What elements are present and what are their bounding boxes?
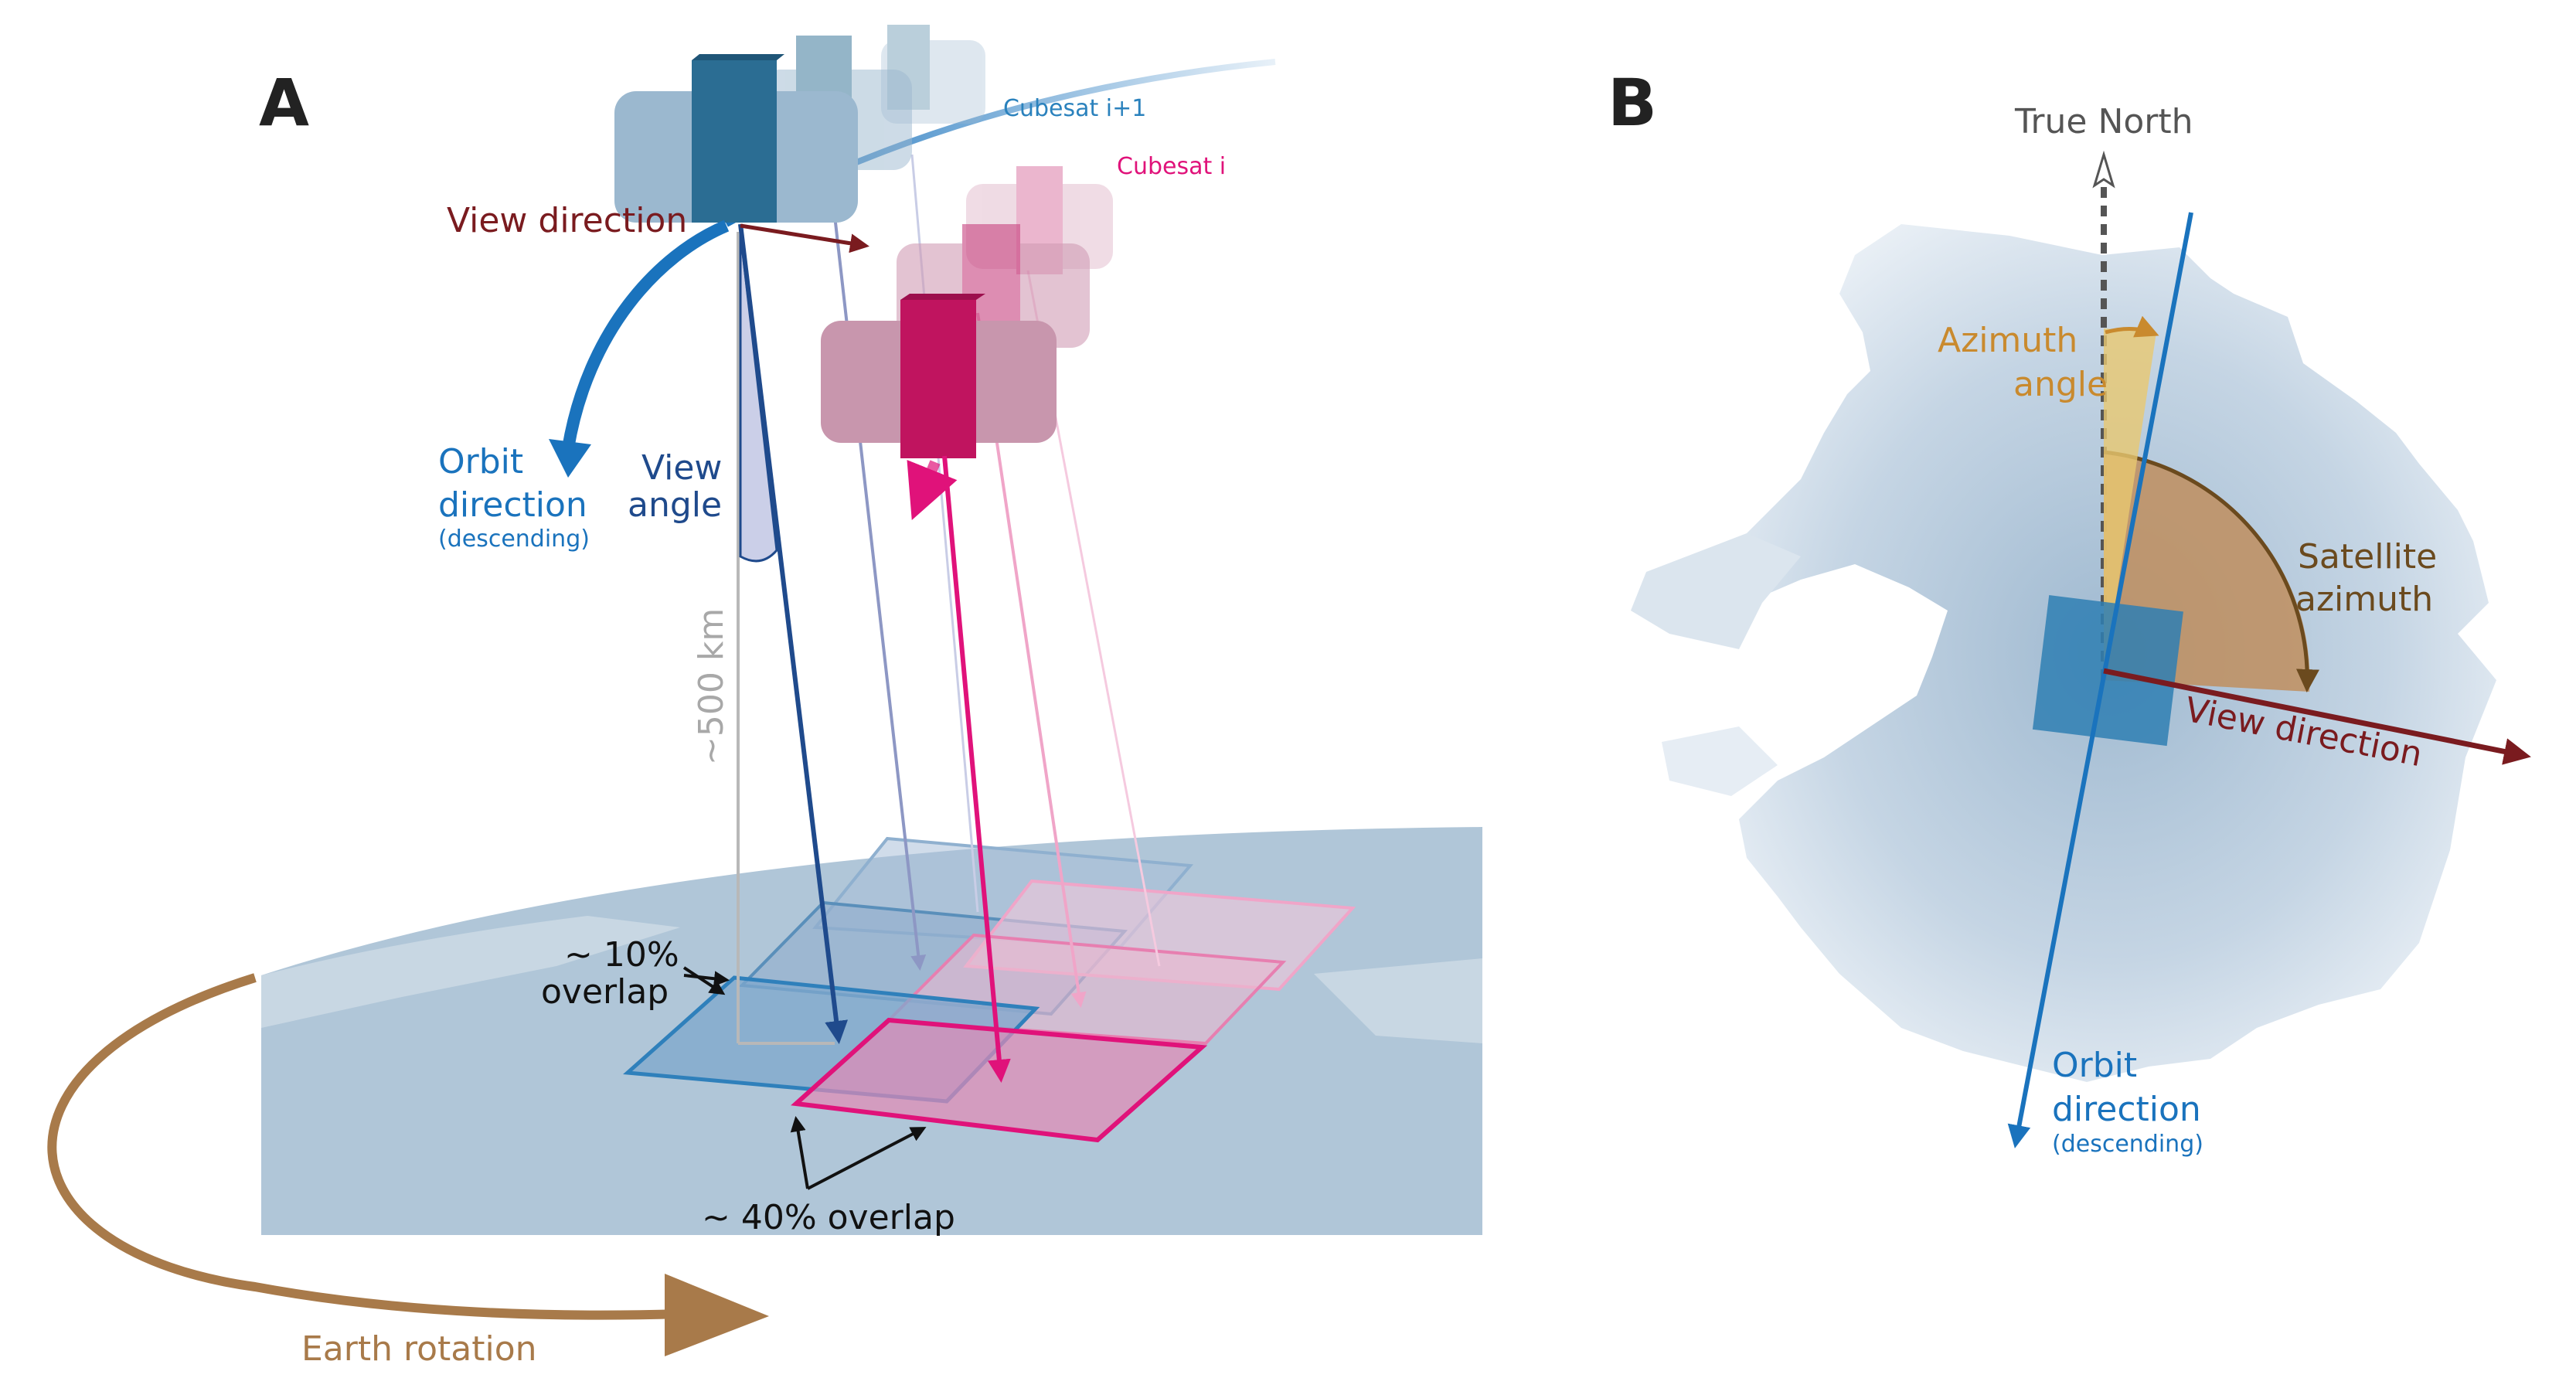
- view-angle-line2: angle: [628, 485, 722, 525]
- orbit-direction-note-b: (descending): [2052, 1131, 2203, 1158]
- cloud-patch: [1631, 533, 1801, 649]
- overlap-10-pointer-b: [683, 971, 730, 987]
- view-direction-label-a: View direction: [447, 201, 687, 240]
- overlap-10-pointer-a: [682, 966, 726, 995]
- azimuth-angle-wedge: [2104, 328, 2156, 680]
- orbit-direction-line2-b: direction: [2052, 1090, 2201, 1129]
- satellite-azimuth-arc: [2103, 450, 2319, 692]
- look-line-current: [942, 455, 1011, 1083]
- orbit-direction-line-b: [2007, 212, 2193, 1148]
- orbit-direction-line2-a: direction: [438, 485, 587, 525]
- orbit-direction-note-a: (descending): [438, 526, 590, 553]
- cubesat-current: [821, 294, 1057, 458]
- look-line-next: [738, 223, 849, 1044]
- look-line-next-far: [829, 181, 927, 971]
- overlap-10-line1: ~ 10%: [564, 935, 679, 975]
- view-direction-arrow-b: [2103, 668, 2531, 765]
- overlap-40-label: ~ 40% overlap: [702, 1198, 955, 1237]
- overlap-40-pointer-a: [790, 1116, 809, 1189]
- panel-a: A Earth rotation ~ 10% overlap ~ 40% ove…: [47, 25, 1482, 1369]
- earth-rotation-arrowhead: [665, 1274, 769, 1356]
- cubesat-current-label: Cubesat i: [1117, 153, 1226, 180]
- cubesat-next: [614, 54, 858, 223]
- azimuth-angle-line2: angle: [2013, 365, 2108, 404]
- cubesat-next-label: Cubesat i+1: [1003, 95, 1146, 122]
- panel-b: B True North Satellite azimuth Azimuth a…: [1608, 65, 2531, 1158]
- orbit-direction-line1-a: Orbit: [438, 442, 523, 481]
- overlap-10-line2: overlap: [541, 972, 669, 1012]
- earth-landmass: [261, 916, 680, 1028]
- panel-a-letter: A: [259, 65, 309, 141]
- altitude-label: ~500 km: [692, 608, 731, 765]
- earth-rotation-label: Earth rotation: [301, 1329, 537, 1369]
- panel-b-letter: B: [1608, 65, 1657, 141]
- satellite-azimuth-line2: azimuth: [2295, 580, 2433, 619]
- orbit-direction-arrowhead: [549, 439, 591, 478]
- earth-rotation-arrow: [47, 973, 681, 1320]
- azimuth-angle-line1: Azimuth: [1938, 321, 2077, 360]
- cloud-patch-2: [1662, 726, 1778, 796]
- true-north-arrowhead: [2092, 150, 2115, 189]
- orbit-direction-arrow: [562, 219, 730, 450]
- view-angle-line1: View: [641, 448, 722, 488]
- orbit-direction-line1-b: Orbit: [2052, 1046, 2137, 1085]
- view-direction-arrow-a: [740, 223, 869, 253]
- true-north-label: True North: [2014, 102, 2193, 141]
- overlap-40-pointer-b: [807, 1127, 927, 1190]
- earth-landmass-2: [1314, 958, 1482, 1043]
- satellite-azimuth-line1: Satellite: [2298, 537, 2437, 577]
- cubesat-current-orbit-arrow: [907, 459, 958, 520]
- azimuth-angle-arc: [2105, 315, 2159, 338]
